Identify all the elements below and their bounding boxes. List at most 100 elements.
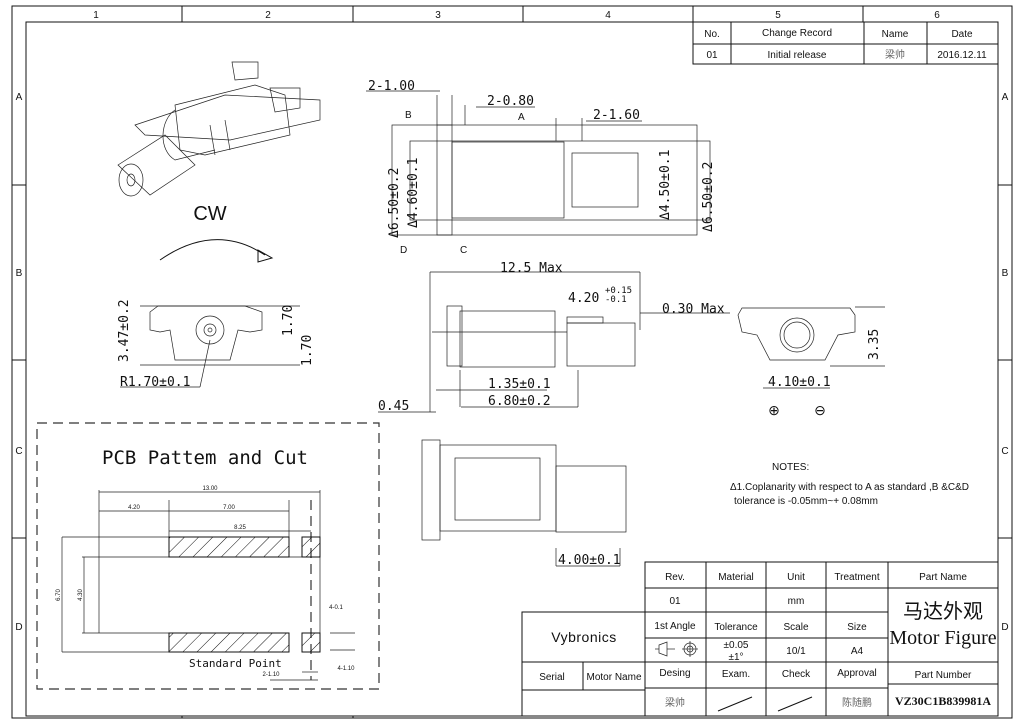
dim-2-0.80: 2-0.80 [487,94,534,109]
unit-label: Unit [787,572,805,583]
minus-terminal-icon: ⊖ [814,402,826,418]
dim-length: 12.5 Max [500,261,563,276]
approval-label: Approval [837,668,876,679]
notes-title: NOTES: [772,462,809,473]
dim-13.00: 13.00 [202,486,218,492]
part-number-value: VZ30C1B839981A [895,694,991,708]
notes: NOTES: Δ1.Coplanarity with respect to A … [730,462,969,507]
column-label: 3 [435,10,441,21]
vybronics-logo: Vybronics [551,629,616,645]
dim-left-outer: Δ6.50±0.2 [387,168,402,238]
rotation-label: CW [193,203,226,225]
angle-label: 1st Angle [654,621,696,632]
dim-6.70: 6.70 [56,589,62,601]
dim-shaft: 4.20 [568,291,599,306]
record-name: 梁帅 [885,48,905,61]
tolerance-label: Tolerance [714,622,758,633]
tolerance-value-1: ±0.05 [724,640,749,651]
size-label: Size [847,622,867,633]
unit-value: mm [788,596,805,607]
header-no: No. [704,29,720,40]
row-label: B [1002,268,1009,279]
header-name: Name [882,29,909,40]
exam-label: Exam. [722,669,750,680]
record-no: 01 [706,50,718,61]
dim-4.20: 4.20 [128,505,140,511]
design-label: Desing [659,668,690,679]
header-change-record: Change Record [762,28,832,39]
end-view-right: 3.35 4.10±0.1 ⊕ ⊖ [737,306,885,418]
dim-2-1.10: 2-1.10 [262,672,280,678]
header-date: Date [951,29,973,40]
bottom-view: 4.00±0.1 [421,439,627,568]
drawing-frame: 1 2 3 4 5 6 A B C D A B C D [11,5,1013,719]
rotation-arrow-icon [159,239,266,261]
column-label: 2 [265,10,271,21]
row-label: D [1001,622,1008,633]
rev-value: 01 [669,596,681,607]
scale-value: 10/1 [786,646,806,657]
part-number-label: Part Number [915,670,972,681]
dim-1.35: 1.35±0.1 [488,377,551,392]
datum-c: C [460,245,467,256]
row-label: A [1002,92,1009,103]
dim-left-inner: Δ4.60±0.1 [406,158,421,228]
dim-4.30: 4.30 [78,589,84,601]
dim-2-1.60: 2-1.60 [593,108,640,123]
column-label: 1 [93,10,99,21]
dim-1.70-bottom: 1.70 [300,335,315,366]
approver-name: 陈随鹏 [842,696,872,709]
motor-name-label: Motor Name [586,672,641,683]
dim-radius: R1.70±0.1 [120,375,190,390]
part-name-chinese: 马达外观 [903,600,983,623]
dim-gap: 0.30 Max [662,302,725,317]
treatment-label: Treatment [834,572,879,583]
dim-shaft-tol-plus: +0.15 [605,286,632,296]
dim-6.80: 6.80±0.2 [488,394,551,409]
datum-a: A [518,112,525,123]
plus-terminal-icon: ⊕ [768,402,780,418]
notes-line-1: Δ1.Coplanarity with respect to A as stan… [730,482,969,493]
notes-line-2: tolerance is -0.05mm~+ 0.08mm [734,496,878,507]
dim-1.70-top: 1.70 [281,305,296,336]
rev-label: Rev. [665,572,685,583]
row-label: D [15,622,22,633]
pcb-title: PCB Pattem and Cut [102,447,308,469]
dim-width: 4.10±0.1 [768,375,831,390]
first-angle-projection-icon [655,641,698,657]
change-record-table: No. Change Record Name Date 01 Initial r… [692,21,999,65]
row-label: B [16,268,23,279]
dim-0.45: 0.45 [378,399,409,414]
part-name-english: Motor Figure [889,627,996,649]
dim-width: 4.00±0.1 [558,553,621,568]
material-label: Material [718,572,754,583]
dim-4-1.10: 4-1.10 [337,666,355,672]
check-label: Check [782,669,811,680]
standard-point-label: Standard Point [189,657,282,670]
isometric-motor-view: CW [117,61,321,263]
record-date: 2016.12.11 [937,50,987,61]
scale-label: Scale [783,622,808,633]
row-label: C [15,446,22,457]
datum-b: B [405,110,412,121]
side-view: 12.5 Max 4.20 +0.15 -0.1 0.30 Max 1.35±0… [378,261,730,414]
dim-right-outer: Δ6.50±0.2 [701,162,716,232]
datum-d: D [400,245,407,256]
dim-shaft-tol-minus: -0.1 [605,295,627,305]
size-value: A4 [851,646,864,657]
dim-8.25: 8.25 [234,525,246,531]
column-label: 4 [605,10,611,21]
part-name-label: Part Name [919,572,967,583]
row-label: A [16,92,23,103]
dim-height: 3.47±0.2 [117,299,132,362]
dim-4-0.1: 4-0.1 [329,605,343,611]
record-description: Initial release [768,50,827,61]
dim-right-inner: Δ4.50±0.1 [658,150,673,220]
column-label: 6 [934,10,940,21]
row-label: C [1001,446,1008,457]
dim-2-1.00: 2-1.00 [368,79,415,94]
title-block: Vybronics Serial Motor Name Rev. Materia… [521,561,999,717]
pcb-pattern-view: PCB Pattem and Cut 13.00 4.20 7.00 8.25 … [36,422,380,690]
column-label: 5 [775,10,781,21]
